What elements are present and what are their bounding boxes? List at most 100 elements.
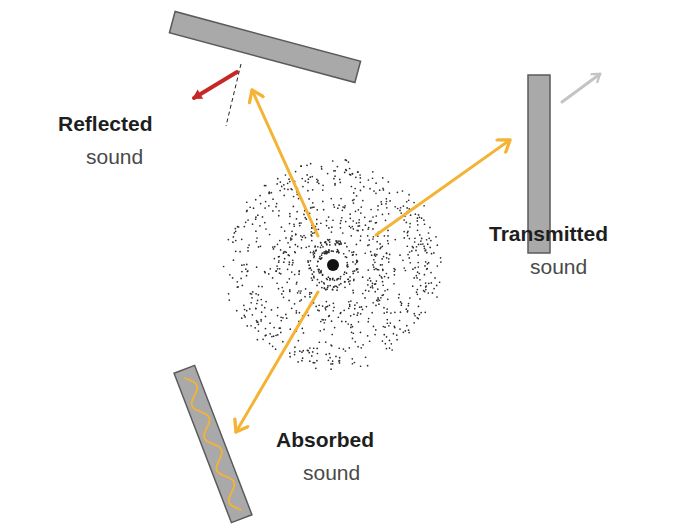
- particle-dot: [306, 218, 308, 220]
- particle-dot: [228, 239, 230, 241]
- particle-dot: [376, 248, 378, 250]
- particle-dot: [311, 277, 313, 279]
- particle-dot: [289, 356, 291, 358]
- particle-dot: [394, 206, 396, 208]
- particle-dot: [415, 213, 417, 215]
- particle-dot: [403, 219, 405, 221]
- particle-dot: [278, 260, 280, 262]
- particle-dot: [232, 277, 234, 279]
- particle-dot: [299, 300, 301, 302]
- particle-dot: [372, 302, 374, 304]
- particle-dot: [320, 242, 322, 244]
- particle-dot: [291, 235, 293, 237]
- particle-dot: [251, 297, 253, 299]
- particle-dot: [247, 219, 249, 221]
- particle-dot: [345, 350, 347, 352]
- particle-dot: [256, 241, 258, 243]
- particle-dot: [430, 240, 432, 242]
- particle-dot: [269, 192, 271, 194]
- particle-dot: [343, 348, 345, 350]
- particle-dot: [249, 293, 251, 295]
- particle-dot: [403, 267, 405, 269]
- particle-dot: [282, 341, 284, 343]
- label-text: Transmitted: [489, 222, 608, 246]
- particle-dot: [338, 278, 340, 280]
- particle-dot: [425, 261, 427, 263]
- particle-dot: [223, 266, 225, 268]
- particle-dot: [417, 294, 419, 296]
- particle-dot: [373, 269, 375, 271]
- particle-dot: [374, 253, 376, 255]
- particle-dot: [338, 360, 340, 362]
- particle-dot: [405, 270, 407, 272]
- particle-dot: [229, 274, 231, 276]
- particle-dot: [382, 340, 384, 342]
- particle-dot: [311, 355, 313, 357]
- particle-dot: [316, 181, 318, 183]
- particle-dot: [353, 199, 355, 201]
- particle-dot: [365, 290, 367, 292]
- particle-dot: [342, 232, 344, 234]
- particle-dot: [413, 313, 415, 315]
- particle-dot: [380, 264, 382, 266]
- particle-dot: [329, 357, 331, 359]
- particle-dot: [297, 361, 299, 363]
- particle-dot: [356, 260, 358, 262]
- particle-dot: [333, 286, 335, 288]
- particle-dot: [327, 252, 329, 254]
- particle-dot: [414, 237, 416, 239]
- particle-dot: [408, 199, 410, 201]
- particle-dot: [234, 228, 236, 230]
- particle-dot: [281, 287, 283, 289]
- particle-dot: [307, 190, 309, 192]
- particle-dot: [246, 325, 248, 327]
- particle-dot: [347, 323, 349, 325]
- particle-dot: [345, 221, 347, 223]
- particle-dot: [359, 306, 361, 308]
- particle-dot: [381, 258, 383, 260]
- particle-dot: [375, 283, 377, 285]
- particle-dot: [327, 287, 329, 289]
- particle-dot: [327, 285, 329, 287]
- particle-dot: [279, 268, 281, 270]
- particle-dot: [236, 281, 238, 283]
- particle-dot: [377, 269, 379, 271]
- particle-dot: [275, 335, 277, 337]
- particle-dot: [388, 258, 390, 260]
- particle-dot: [323, 283, 325, 285]
- particle-dot: [337, 316, 339, 318]
- particle-dot: [338, 204, 340, 206]
- particle-dot: [338, 284, 340, 286]
- particle-dot: [352, 363, 354, 365]
- particle-dot: [258, 324, 260, 326]
- particle-dot: [385, 203, 387, 205]
- particle-dot: [338, 347, 340, 349]
- particle-dot: [264, 335, 266, 337]
- particle-dot: [376, 254, 378, 256]
- particle-dot: [424, 265, 426, 267]
- particle-dot: [289, 289, 291, 291]
- particle-dot: [375, 222, 377, 224]
- particle-dot: [294, 274, 296, 276]
- particle-dot: [394, 269, 396, 271]
- particle-dot: [375, 192, 377, 194]
- particle-dot: [325, 354, 327, 356]
- particle-dot: [357, 268, 359, 270]
- particle-dot: [357, 271, 359, 273]
- particle-dot: [293, 225, 295, 227]
- particle-dot: [312, 232, 314, 234]
- particle-dot: [283, 290, 285, 292]
- particle-dot: [423, 245, 425, 247]
- particle-dot: [304, 296, 306, 298]
- particle-dot: [350, 300, 352, 302]
- particle-dot: [265, 316, 267, 318]
- particle-dot: [292, 259, 294, 261]
- particle-dot: [321, 166, 323, 168]
- particle-dot: [276, 203, 278, 205]
- particle-dot: [352, 261, 354, 263]
- particle-dot: [368, 290, 370, 292]
- particle-dot: [363, 186, 365, 188]
- sound-source: [327, 259, 339, 271]
- particle-dot: [338, 243, 340, 245]
